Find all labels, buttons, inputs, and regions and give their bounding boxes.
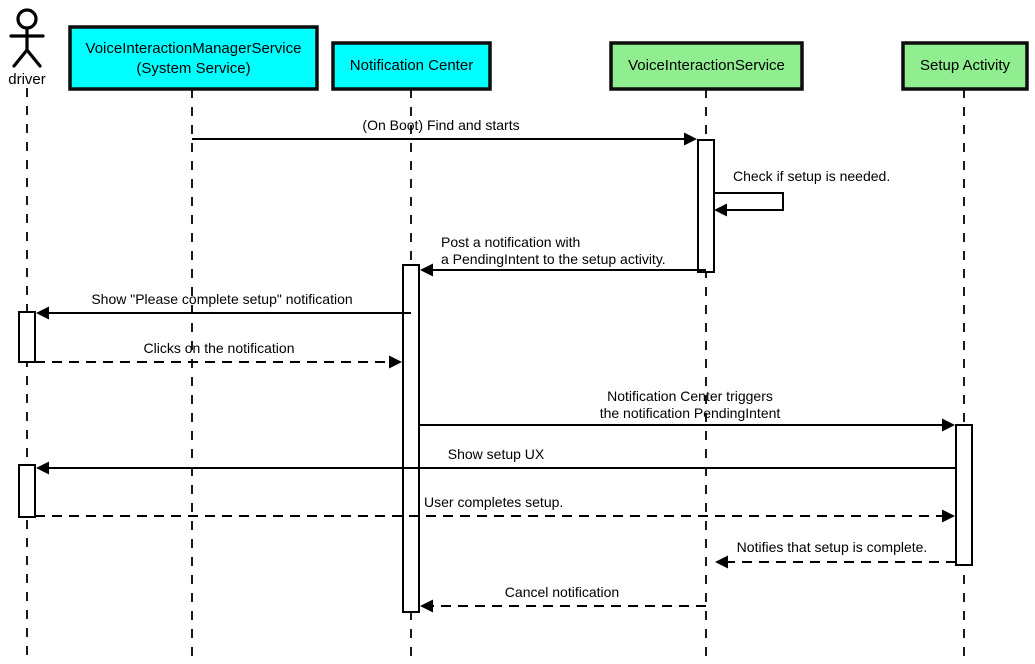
message-arrowhead-m1 — [684, 132, 697, 146]
message-arrowhead-m8 — [942, 509, 955, 523]
participant-label-vis: VoiceInteractionService — [628, 57, 785, 74]
actor-head-icon — [16, 8, 38, 30]
message-label-m3-line2: a PendingIntent to the setup activity. — [441, 251, 666, 267]
participant-label-vims: VoiceInteractionManagerService — [86, 40, 302, 57]
message-label-m6-line1: Notification Center triggers — [607, 388, 773, 404]
participant-setup_activity[interactable]: Setup Activity — [901, 41, 1029, 91]
message-arrowhead-m3 — [420, 263, 433, 277]
message-m1[interactable]: (On Boot) Find and starts — [192, 117, 697, 146]
message-label-m9: Notifies that setup is complete. — [737, 539, 928, 555]
message-m7[interactable]: Show setup UX — [36, 446, 956, 475]
participant-sublabel-vims: (System Service) — [136, 60, 250, 77]
participant-label-driver: driver — [8, 71, 46, 88]
participant-box-vis[interactable] — [609, 41, 804, 91]
message-m8[interactable]: User completes setup. — [35, 494, 955, 523]
activation-bar-notification_center — [402, 264, 420, 613]
message-m9[interactable]: Notifies that setup is complete. — [715, 539, 956, 569]
message-label-m7: Show setup UX — [448, 446, 545, 462]
message-m10[interactable]: Cancel notification — [420, 584, 706, 613]
message-line-m2 — [714, 192, 784, 211]
message-label-m8: User completes setup. — [424, 494, 563, 510]
participant-box-vims[interactable] — [68, 25, 319, 91]
message-label-m3-line1: Post a notification with — [441, 234, 580, 250]
participant-vims[interactable]: VoiceInteractionManagerService (System Se… — [68, 25, 319, 91]
message-arrowhead-m9 — [715, 555, 728, 569]
message-m5[interactable]: Clicks on the notification — [35, 340, 402, 369]
activation-bar-vis — [697, 139, 715, 273]
participant-label-notification_center: Notification Center — [350, 57, 473, 74]
message-arrowhead-m6 — [942, 418, 955, 432]
message-m2[interactable]: Check if setup is needed. — [714, 168, 890, 217]
message-arrowhead-m7 — [36, 461, 49, 475]
participant-driver[interactable]: driver — [8, 8, 46, 88]
participant-label-setup_activity: Setup Activity — [920, 57, 1011, 74]
actor-leg-left-icon — [12, 48, 29, 68]
message-arrowhead-m4 — [36, 306, 49, 320]
actor-leg-right-icon — [25, 48, 42, 68]
message-arrowhead-m10 — [420, 599, 433, 613]
activation-bar-setup_activity — [955, 424, 973, 566]
message-arrowhead-m5 — [389, 355, 402, 369]
activation-bar-driver — [18, 464, 36, 518]
participants-group: driver VoiceInteractionManagerService (Sys… — [8, 8, 1029, 91]
message-label-m4: Show "Please complete setup" notificatio… — [91, 291, 352, 307]
message-label-m2: Check if setup is needed. — [733, 168, 890, 184]
message-arrowhead-m2 — [714, 203, 727, 217]
message-m4[interactable]: Show "Please complete setup" notificatio… — [36, 291, 411, 320]
message-label-m6-line2: the notification PendingIntent — [600, 405, 781, 421]
message-label-m5: Clicks on the notification — [144, 340, 295, 356]
activation-bar-driver — [18, 311, 36, 363]
message-label-m1: (On Boot) Find and starts — [362, 117, 519, 133]
participant-box-setup_activity[interactable] — [901, 41, 1029, 91]
participant-box-notification_center[interactable] — [331, 41, 492, 91]
participant-vis[interactable]: VoiceInteractionService — [609, 41, 804, 91]
message-label-m10: Cancel notification — [505, 584, 619, 600]
participant-notification_center[interactable]: Notification Center — [331, 41, 492, 91]
activations-group — [18, 139, 973, 613]
